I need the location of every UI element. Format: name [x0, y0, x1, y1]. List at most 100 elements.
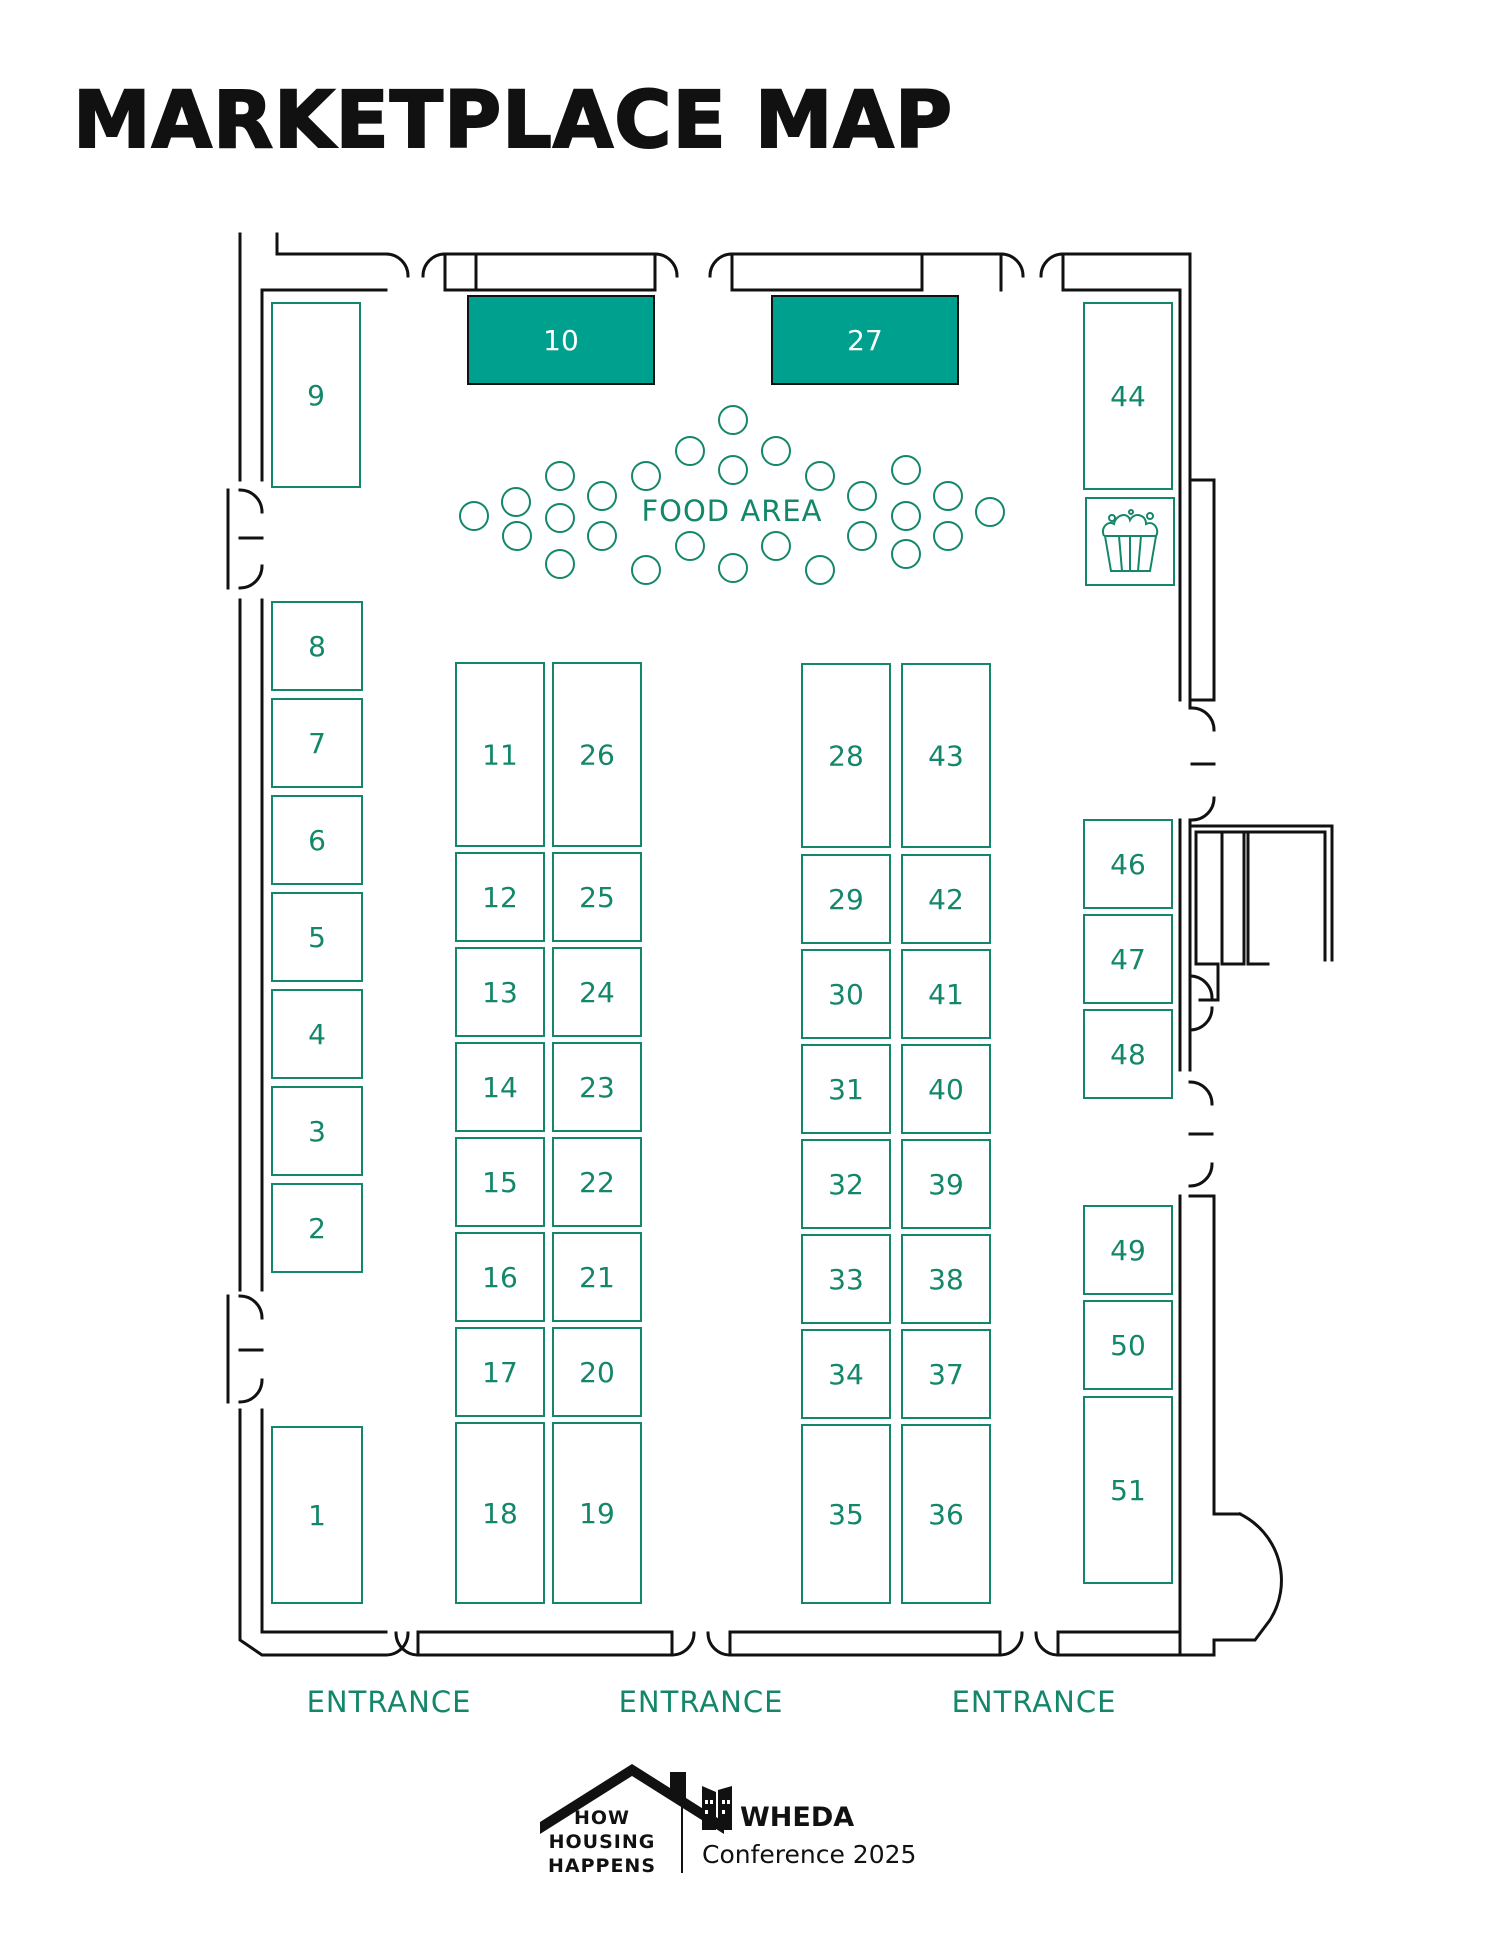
booth-13[interactable]: 13	[455, 947, 545, 1037]
food-table	[891, 539, 921, 569]
booth-38[interactable]: 38	[901, 1234, 991, 1324]
booth-34[interactable]: 34	[801, 1329, 891, 1419]
food-table	[545, 503, 575, 533]
booth-2[interactable]: 2	[271, 1183, 363, 1273]
booth-42[interactable]: 42	[901, 854, 991, 944]
booth-41[interactable]: 41	[901, 949, 991, 1039]
booth-outline	[801, 1044, 891, 1134]
booth-50[interactable]: 50	[1083, 1300, 1173, 1390]
booth-37[interactable]: 37	[901, 1329, 991, 1419]
booth-14[interactable]: 14	[455, 1042, 545, 1132]
booth-outline	[271, 989, 363, 1079]
booth-17[interactable]: 17	[455, 1327, 545, 1417]
booth-number: 44	[1110, 380, 1146, 413]
booth-29[interactable]: 29	[801, 854, 891, 944]
booth-number: 13	[482, 976, 518, 1009]
food-table	[587, 521, 617, 551]
food-table	[761, 531, 791, 561]
booth-18[interactable]: 18	[455, 1422, 545, 1604]
food-table	[805, 555, 835, 585]
booth-22[interactable]: 22	[552, 1137, 642, 1227]
booth-number: 2	[308, 1212, 326, 1245]
booth-outline	[801, 663, 891, 848]
booth-39[interactable]: 39	[901, 1139, 991, 1229]
booth-number: 18	[482, 1497, 518, 1530]
booth-28[interactable]: 28	[801, 663, 891, 848]
food-table	[631, 555, 661, 585]
booth-4[interactable]: 4	[271, 989, 363, 1079]
booth-outline	[552, 1232, 642, 1322]
concession-stand	[1085, 497, 1175, 586]
booth-outline	[552, 947, 642, 1037]
booth-8[interactable]: 8	[271, 601, 363, 691]
booth-number: 27	[847, 324, 883, 357]
food-table	[675, 531, 705, 561]
food-table	[718, 405, 748, 435]
booth-16[interactable]: 16	[455, 1232, 545, 1322]
booth-36[interactable]: 36	[901, 1424, 991, 1604]
booth-6[interactable]: 6	[271, 795, 363, 885]
food-table	[459, 501, 489, 531]
booth-number: 15	[482, 1166, 518, 1199]
booth-11[interactable]: 11	[455, 662, 545, 847]
food-table	[545, 461, 575, 491]
booth-outline	[1083, 914, 1173, 1004]
booth-40[interactable]: 40	[901, 1044, 991, 1134]
food-area-label: FOOD AREA	[641, 494, 822, 528]
booth-20[interactable]: 20	[552, 1327, 642, 1417]
booth-5[interactable]: 5	[271, 892, 363, 982]
booth-32[interactable]: 32	[801, 1139, 891, 1229]
booth-1[interactable]: 1	[271, 1426, 363, 1604]
booth-7[interactable]: 7	[271, 698, 363, 788]
food-table	[501, 487, 531, 517]
booth-number: 19	[579, 1497, 615, 1530]
booth-outline	[455, 947, 545, 1037]
booth-49[interactable]: 49	[1083, 1205, 1173, 1295]
booth-number: 7	[308, 727, 326, 760]
food-table	[847, 481, 877, 511]
food-table	[502, 521, 532, 551]
booth-number: 37	[928, 1358, 964, 1391]
booth-19[interactable]: 19	[552, 1422, 642, 1604]
food-table	[805, 461, 835, 491]
food-table	[675, 436, 705, 466]
booth-31[interactable]: 31	[801, 1044, 891, 1134]
booth-number: 50	[1110, 1329, 1146, 1362]
booth-outline	[901, 1329, 991, 1419]
booth-outline	[1083, 1300, 1173, 1390]
booth-number: 42	[928, 883, 964, 916]
booth-outline	[455, 852, 545, 942]
booth-number: 26	[579, 739, 615, 772]
booth-33[interactable]: 33	[801, 1234, 891, 1324]
booth-outline	[455, 1137, 545, 1227]
booth-35[interactable]: 35	[801, 1424, 891, 1604]
booth-25[interactable]: 25	[552, 852, 642, 942]
booth-27[interactable]: 27	[771, 295, 959, 385]
booth-number: 32	[828, 1168, 864, 1201]
booth-3[interactable]: 3	[271, 1086, 363, 1176]
booth-number: 46	[1110, 848, 1146, 881]
booth-47[interactable]: 47	[1083, 914, 1173, 1004]
booth-outline	[801, 854, 891, 944]
booth-12[interactable]: 12	[455, 852, 545, 942]
booth-21[interactable]: 21	[552, 1232, 642, 1322]
booth-43[interactable]: 43	[901, 663, 991, 848]
booth-30[interactable]: 30	[801, 949, 891, 1039]
booth-24[interactable]: 24	[552, 947, 642, 1037]
booth-outline	[1083, 1396, 1173, 1584]
booth-number: 33	[828, 1263, 864, 1296]
booth-23[interactable]: 23	[552, 1042, 642, 1132]
booth-10[interactable]: 10	[467, 295, 655, 385]
booth-48[interactable]: 48	[1083, 1009, 1173, 1099]
booth-46[interactable]: 46	[1083, 819, 1173, 909]
booth-number: 1	[308, 1499, 326, 1532]
booth-number: 39	[928, 1168, 964, 1201]
booth-15[interactable]: 15	[455, 1137, 545, 1227]
booth-51[interactable]: 51	[1083, 1396, 1173, 1584]
booth-26[interactable]: 26	[552, 662, 642, 847]
booth-44[interactable]: 44	[1083, 302, 1173, 490]
building-walls	[226, 232, 1334, 1657]
booth-9[interactable]: 9	[271, 302, 361, 488]
food-table	[891, 455, 921, 485]
